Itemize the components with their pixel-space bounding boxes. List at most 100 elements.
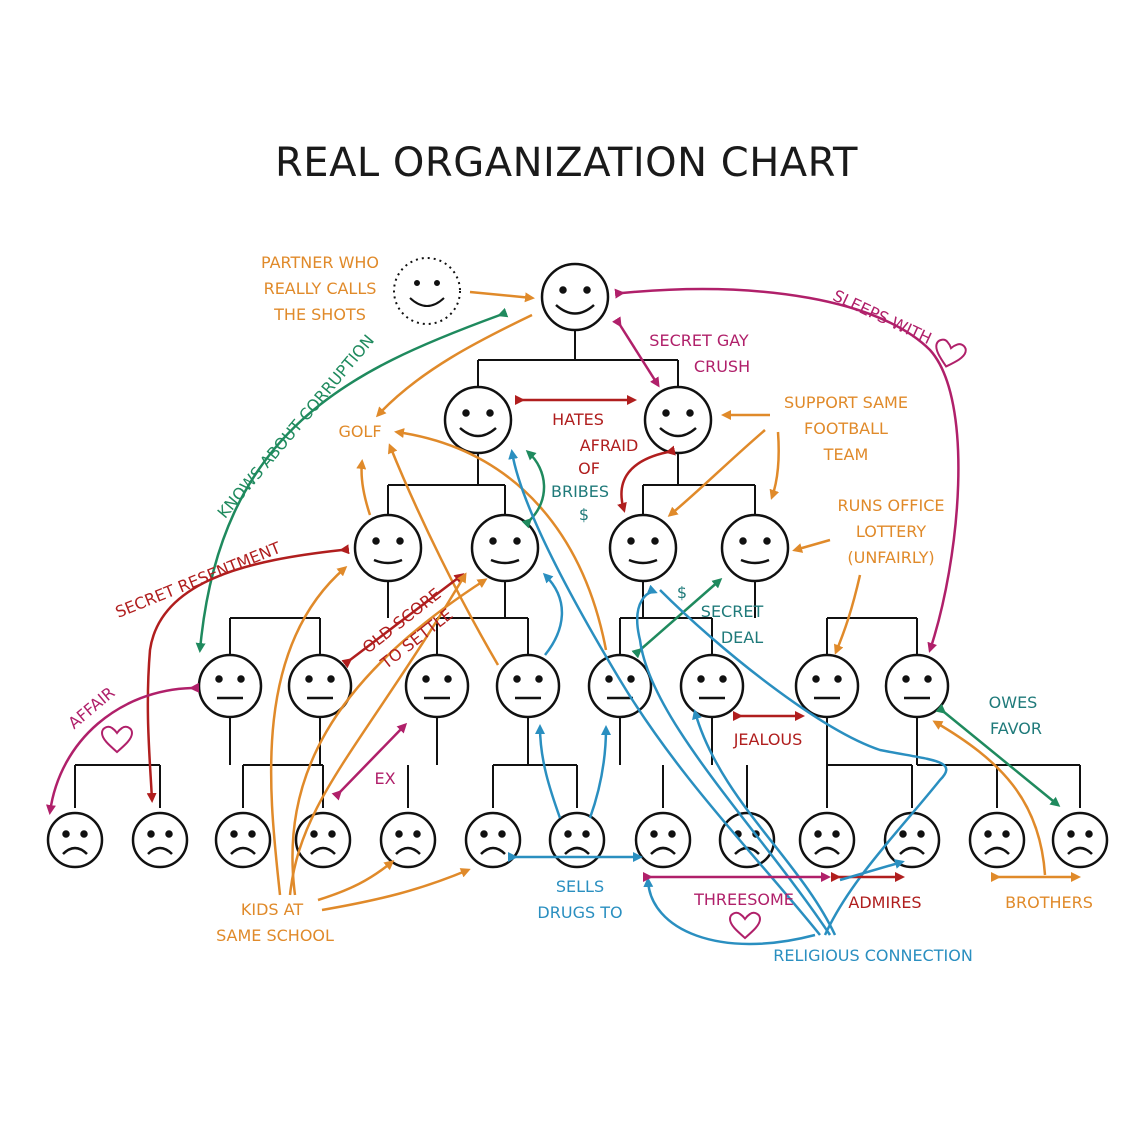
arrow-kids-sad5 (317, 860, 395, 902)
support-team-label-line3: TEAM (823, 445, 869, 464)
arrow-affair (46, 682, 200, 815)
arrow-sleeps-with (614, 287, 960, 653)
arrow-religious-4 (659, 589, 948, 936)
arrow-golf-manager1 (356, 459, 372, 516)
arrow-golf-staff4 (387, 443, 500, 666)
arrow-football-mgr3 (667, 429, 766, 517)
face-vp-right-happy (643, 385, 713, 455)
arrow-afraid-bribes (617, 445, 676, 513)
religious-label: RELIGIOUS CONNECTION (773, 946, 973, 965)
chart-title: REAL ORGANIZATION CHART (275, 140, 858, 186)
face-manager-1 (353, 513, 423, 583)
arrow-owes-favor (935, 703, 1061, 807)
face-staff-8 (884, 653, 950, 719)
arrow-lottery-mgr4 (792, 538, 831, 553)
arrow-manager2-vp (521, 449, 546, 529)
affair-label: AFFAIR (64, 683, 118, 733)
face-sad-6 (464, 811, 522, 869)
face-staff-5 (587, 653, 653, 719)
heart-icon-threesome (728, 911, 762, 940)
dollar-icon-bribes: $ (579, 505, 589, 524)
face-sad-13 (1051, 811, 1109, 869)
arrow-drugs-staff4 (535, 724, 562, 819)
arrow-religious-3 (692, 709, 837, 936)
kids-school-line1: KIDS AT (241, 900, 303, 919)
afraid-bribes-line1: AFRAID (580, 436, 639, 455)
threesome-label: THREESOME (693, 890, 794, 909)
face-sad-9 (718, 811, 776, 869)
arrow-drugs-manager2 (542, 572, 564, 656)
support-team-label-line2: FOOTBALL (804, 419, 888, 438)
partner-smiley-icon (393, 257, 461, 325)
face-sad-5 (379, 811, 437, 869)
face-sad-11 (883, 811, 941, 869)
face-boss-happy (540, 262, 610, 332)
arrow-kids-staff3 (288, 572, 467, 896)
arrow-religious-2 (636, 584, 832, 936)
arrow-ex (331, 722, 408, 801)
face-sad-1 (46, 811, 104, 869)
arrow-drugs-staff5 (588, 725, 611, 819)
afraid-bribes-line2: OF (578, 459, 600, 478)
sad-faces (46, 811, 1109, 869)
partner-label: PARTNER WHO REALLY CALLS THE SHOTS (261, 253, 379, 324)
arrow-old-score (341, 573, 465, 669)
secret-gay-label-line2: CRUSH (694, 357, 750, 376)
golf-label: GOLF (338, 422, 381, 441)
secret-deal-line1: SECRET (701, 602, 764, 621)
arrow-secret-gay-crush (612, 316, 660, 388)
sells-drugs-line2: DRUGS TO (537, 903, 622, 922)
owes-favor-line1: OWES (989, 693, 1038, 712)
runs-lottery-line3: (UNFAIRLY) (847, 548, 934, 567)
face-sad-7 (548, 811, 606, 869)
partner-label-line3: THE SHOTS (273, 305, 366, 324)
face-sad-2 (131, 811, 189, 869)
sells-drugs-line1: SELLS (556, 877, 604, 896)
owes-favor-line2: FAVOR (990, 719, 1042, 738)
sleeps-with-label: SLEEPS WITH (830, 286, 935, 348)
brothers-label: BROTHERS (1005, 893, 1093, 912)
secret-deal-line2: DEAL (721, 628, 763, 647)
face-sad-10 (798, 811, 856, 869)
face-staff-6 (679, 653, 745, 719)
face-staff-4 (495, 653, 561, 719)
runs-lottery-line1: RUNS OFFICE (837, 496, 944, 515)
face-manager-4 (720, 513, 790, 583)
face-sad-12 (968, 811, 1026, 869)
arrow-football-mgr4 (769, 431, 780, 500)
arrow-kids-manager2 (291, 578, 488, 896)
jealous-label: JEALOUS (733, 730, 803, 749)
afraid-bribes-line3: BRIBES (551, 482, 609, 501)
face-sad-8 (634, 811, 692, 869)
arrow-secret-deal (631, 578, 723, 659)
arrow-boss-golf (375, 313, 533, 418)
arrow-brothers-staff8 (932, 720, 1047, 876)
arrow-partner (469, 290, 535, 303)
arrow-admires-up (839, 859, 905, 882)
runs-lottery-line2: LOTTERY (856, 522, 926, 541)
hates-label: HATES (552, 410, 604, 429)
secret-resentment-label: SECRET RESENTMENT (113, 538, 284, 622)
partner-label-line1: PARTNER WHO (261, 253, 379, 272)
face-manager-3 (608, 513, 678, 583)
face-vp-left-happy (443, 385, 513, 455)
ex-label: EX (374, 769, 395, 788)
arrow-kids-manager1 (269, 566, 348, 896)
arrow-kids-sad6 (321, 868, 471, 912)
face-sad-3 (214, 811, 272, 869)
secret-gay-label-line1: SECRET GAY (649, 331, 749, 350)
face-staff-7 (794, 653, 860, 719)
face-staff-3 (404, 653, 470, 719)
dollar-icon-deal: $ (677, 583, 687, 602)
arrow-lottery-staff7 (834, 574, 862, 655)
arrow-religious-5 (643, 877, 816, 946)
support-team-label-line1: SUPPORT SAME (784, 393, 908, 412)
arrow-religious-1 (508, 449, 821, 936)
heart-icon-sleeps-with (935, 338, 967, 368)
kids-school-line2: SAME SCHOOL (216, 926, 334, 945)
heart-icon-affair (100, 725, 134, 754)
face-manager-2 (470, 513, 540, 583)
admires-label: ADMIRES (848, 893, 921, 912)
partner-label-line2: REALLY CALLS (264, 279, 377, 298)
